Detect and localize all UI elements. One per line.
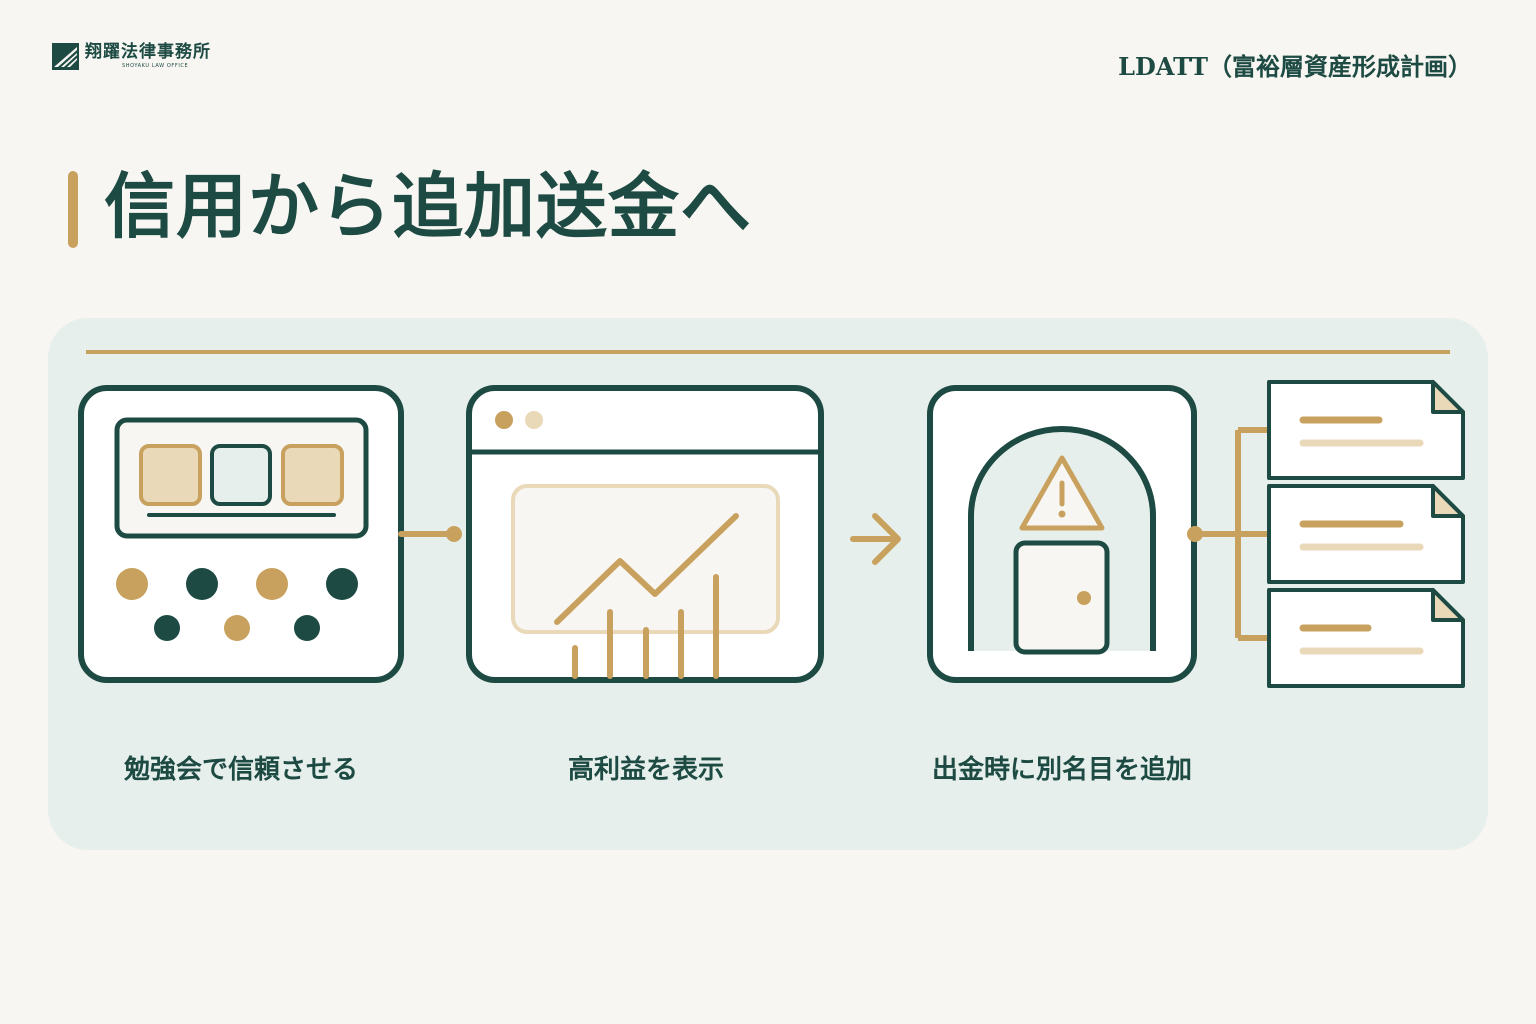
- connector-line: [398, 526, 462, 542]
- document-icon: [1267, 484, 1465, 584]
- page-title: 信用から追加送金へ: [104, 164, 753, 248]
- arrow-right-icon: [850, 513, 901, 565]
- warning-triangle-icon: [1019, 455, 1105, 531]
- branch-connector: [1187, 427, 1269, 641]
- warning-door-icon: [927, 385, 1197, 683]
- title-accent-bar: [68, 171, 78, 248]
- logo: 翔躍法律事務所 SHOYAKU LAW OFFICE: [52, 41, 211, 71]
- step-label-trust: 勉強会で信頼させる: [123, 755, 358, 785]
- step-label-profit: 高利益を表示: [567, 755, 724, 785]
- logo-name: 翔躍法律事務所: [85, 41, 211, 62]
- document-icon: [1267, 380, 1465, 480]
- logo-mark-icon: [52, 42, 79, 70]
- document-icon: [1267, 588, 1465, 688]
- step-label-extra-charge: 出金時に別名目を追加: [931, 755, 1192, 785]
- logo-subtitle: SHOYAKU LAW OFFICE: [122, 62, 189, 69]
- seminar-audience-icon: [78, 385, 404, 683]
- document-title: LDATT（富裕層資産形成計画）: [1118, 52, 1472, 81]
- profit-chart-window-icon: [466, 385, 824, 683]
